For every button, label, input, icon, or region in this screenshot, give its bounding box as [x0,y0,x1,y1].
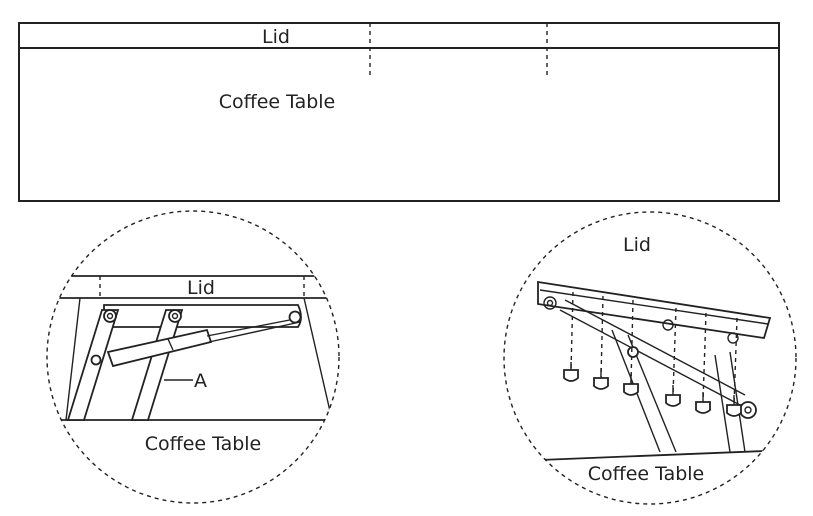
coffee-table-outline [18,22,780,202]
overview-lid-label: Lid [262,26,290,48]
part-a-label: A [194,370,207,392]
detail-right-callout-circle [503,211,797,505]
screws [563,291,742,417]
detail-left-lid-label: Lid [187,277,215,299]
detail-right-lid-label: Lid [623,234,651,256]
detail-left-table-label: Coffee Table [145,433,262,455]
detail-left-callout-circle [46,210,340,504]
detail-left: Lid A Coffee Table [46,210,340,504]
overview-drawing: Lid Coffee Table [18,22,780,202]
detail-right: Lid Coffee Table [503,211,797,505]
overview-table-label: Coffee Table [219,91,336,113]
detail-right-table-label: Coffee Table [588,463,705,485]
